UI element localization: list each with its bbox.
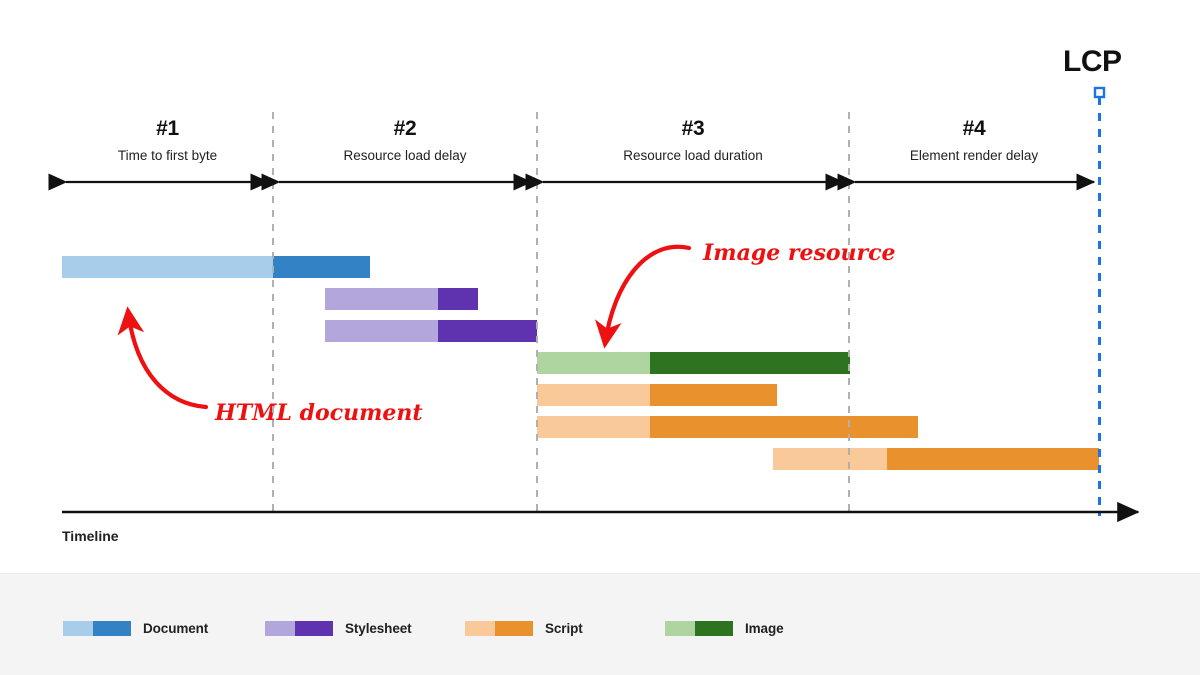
phase-header-1: #1 Time to first byte bbox=[62, 118, 273, 163]
script-bar-1 bbox=[537, 384, 777, 406]
script-bar-2 bbox=[537, 416, 918, 438]
script-bar-3-download-segment bbox=[887, 448, 1099, 470]
phase-header-3: #3 Resource load duration bbox=[537, 118, 849, 163]
annotation-arrow-html-document bbox=[117, 306, 209, 410]
timeline-axis-label: Timeline bbox=[62, 528, 119, 544]
annotation-image-resource: Image resource bbox=[703, 240, 896, 266]
phase-number-1: #1 bbox=[156, 117, 179, 140]
stylesheet-bar-1-download-segment bbox=[438, 288, 478, 310]
annotation-html-document: HTML document bbox=[215, 400, 423, 426]
phase-header-2: #2 Resource load delay bbox=[273, 118, 537, 163]
document-bar-delay-segment bbox=[62, 256, 273, 278]
stylesheet-bar-2-delay-segment bbox=[325, 320, 438, 342]
phase-name-1: Time to first byte bbox=[117, 148, 218, 163]
stylesheet-bar-1-delay-segment bbox=[325, 288, 438, 310]
legend-swatch-stylesheet bbox=[265, 620, 333, 636]
gridlines bbox=[272, 112, 850, 516]
phase-name-3: Resource load duration bbox=[623, 148, 763, 163]
annotation-arrow-image-resource bbox=[594, 244, 692, 349]
stylesheet-bar-1 bbox=[325, 288, 478, 310]
script-bar-2-download-segment bbox=[650, 416, 918, 438]
image-bar bbox=[537, 352, 850, 374]
script-bar-1-download-segment bbox=[650, 384, 777, 406]
document-bar bbox=[62, 256, 370, 278]
legend-swatch-document bbox=[63, 620, 131, 636]
legend-label-stylesheet: Stylesheet bbox=[345, 620, 412, 636]
phase-number-4: #4 bbox=[962, 117, 986, 140]
legend-item-script: Script bbox=[465, 619, 583, 637]
legend-label-image: Image bbox=[745, 620, 784, 636]
legend-item-document: Document bbox=[63, 619, 208, 637]
legend-label-document: Document bbox=[143, 620, 209, 636]
lcp-label: LCP bbox=[1063, 45, 1122, 78]
chart-overlay bbox=[48, 86, 1140, 523]
legend-swatch-image bbox=[665, 620, 733, 636]
chart-area: LCP #1 Time to first byte #2 Resource lo… bbox=[48, 45, 1140, 544]
image-bar-delay-segment bbox=[537, 352, 650, 374]
stylesheet-bar-2-download-segment bbox=[438, 320, 537, 342]
stylesheet-bar-2 bbox=[325, 320, 537, 342]
legend: Document Stylesheet Script Image bbox=[0, 573, 1200, 675]
legend-label-script: Script bbox=[545, 620, 583, 636]
phase-number-2: #2 bbox=[393, 117, 417, 140]
image-bar-download-segment bbox=[650, 352, 850, 374]
legend-item-stylesheet: Stylesheet bbox=[265, 619, 412, 637]
script-bar-3 bbox=[773, 448, 1099, 470]
legend-swatch-script bbox=[465, 620, 533, 636]
script-bar-3-delay-segment bbox=[773, 448, 887, 470]
phase-header-4: #4 Element render delay bbox=[849, 118, 1099, 163]
phase-number-3: #3 bbox=[681, 117, 705, 140]
script-bar-1-delay-segment bbox=[537, 384, 650, 406]
script-bar-2-delay-segment bbox=[537, 416, 650, 438]
phase-name-4: Element render delay bbox=[909, 148, 1039, 163]
document-bar-download-segment bbox=[273, 256, 370, 278]
phase-name-2: Resource load delay bbox=[343, 148, 467, 163]
legend-item-image: Image bbox=[665, 619, 784, 637]
